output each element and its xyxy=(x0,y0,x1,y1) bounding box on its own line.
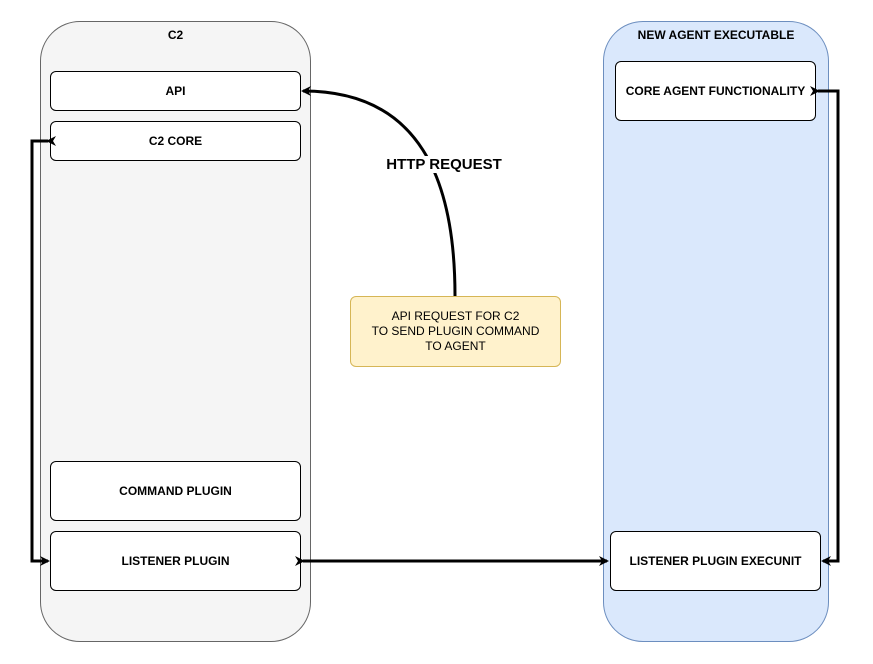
http-request-edge xyxy=(301,86,457,297)
listener-plugin-label: LISTENER PLUGIN xyxy=(121,554,230,568)
listener-plugin-execunit-box: LISTENER PLUGIN EXECUNIT xyxy=(610,531,821,591)
command-plugin-label: COMMAND PLUGIN xyxy=(119,484,232,498)
c2-core-label: C2 CORE xyxy=(148,134,203,148)
listener-plugin-execunit-label: LISTENER PLUGIN EXECUNIT xyxy=(629,554,802,568)
agent-core-execunit-edge xyxy=(810,86,840,566)
core-agent-functionality-label: CORE AGENT FUNCTIONALITY xyxy=(625,84,806,98)
c2-core-box: C2 CORE xyxy=(50,121,301,161)
agent-title: NEW AGENT EXECUTABLE xyxy=(637,28,795,42)
c2-title: C2 xyxy=(167,28,184,42)
api-request-note: API REQUEST FOR C2 TO SEND PLUGIN COMMAN… xyxy=(350,296,561,367)
listener-plugin-box: LISTENER PLUGIN xyxy=(50,531,301,591)
core-agent-functionality-box: CORE AGENT FUNCTIONALITY xyxy=(615,61,816,121)
api-box: API xyxy=(50,71,301,111)
core-listener-edge xyxy=(30,136,56,566)
command-plugin-box: COMMAND PLUGIN xyxy=(50,461,301,521)
api-label: API xyxy=(165,84,186,98)
http-request-label: HTTP REQUEST xyxy=(360,156,528,173)
